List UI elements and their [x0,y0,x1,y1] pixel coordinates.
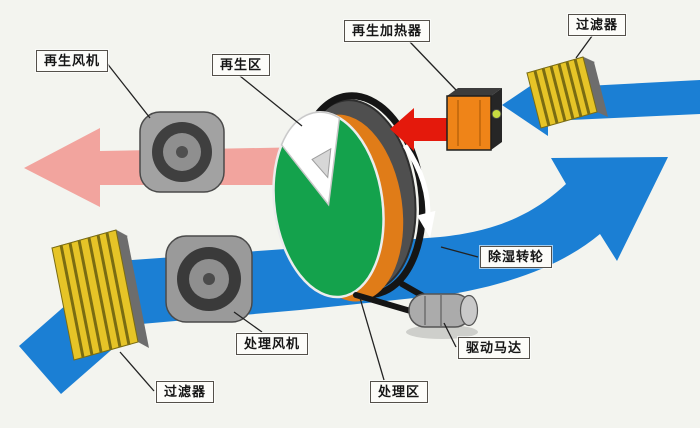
filter-side-face [116,230,149,348]
label-filter-bottom: 过滤器 [156,381,215,403]
regen-sector-arrow [311,147,332,179]
leader-regen-heater [409,41,457,91]
label-filter-top: 过滤器 [568,14,627,36]
hot-air-arrow [390,108,448,151]
regen-heater [446,88,502,151]
heater-front-face [446,95,492,151]
filter-hatch [533,58,591,127]
label-wheel: 除湿转轮 [480,246,553,268]
rotation-arrow-head [416,210,436,238]
filter-top-right [525,56,608,129]
motor-end-cap [459,294,479,327]
label-process-zone: 处理区 [370,381,429,403]
label-regen-fan: 再生风机 [36,50,109,72]
label-regen-heater: 再生加热器 [344,20,431,42]
leader-process-fan [233,311,263,333]
process-fan [165,235,253,323]
label-text: 过滤器 [164,384,207,399]
leader-process-zone [359,297,385,381]
label-text: 处理区 [378,384,421,399]
label-text: 过滤器 [576,17,619,32]
desiccant-wheel [272,92,436,302]
label-text: 除湿转轮 [488,249,545,264]
label-process-fan: 处理风机 [236,333,309,355]
label-text: 再生加热器 [352,23,423,38]
drive-motor-assembly [353,281,479,339]
heater-top-face [447,88,502,96]
filter-bottom-left [50,229,149,361]
regen-fan [139,111,225,193]
label-regen-zone: 再生区 [212,54,271,76]
leader-filter-top [575,35,593,59]
fan-hub [203,273,215,285]
rotation-arrow [402,143,431,221]
leader-filter-bottom [119,351,155,392]
motor-shadow [406,325,478,339]
label-text: 再生风机 [44,53,101,68]
filter-side-face [583,57,608,117]
leader-drive-motor [443,322,457,348]
label-text: 驱动马达 [466,340,523,355]
label-text: 再生区 [220,57,263,72]
heater-indicator-light [491,109,502,119]
label-drive-motor: 驱动马达 [458,337,531,359]
filter-hatch [59,232,131,358]
fan-hub [176,146,188,158]
wheel-regen-sector [280,111,341,207]
label-text: 处理风机 [244,336,301,351]
leader-wheel [440,246,479,258]
leader-lines [105,35,593,392]
leader-regen-zone [239,75,303,127]
leader-regen-fan [105,61,151,119]
